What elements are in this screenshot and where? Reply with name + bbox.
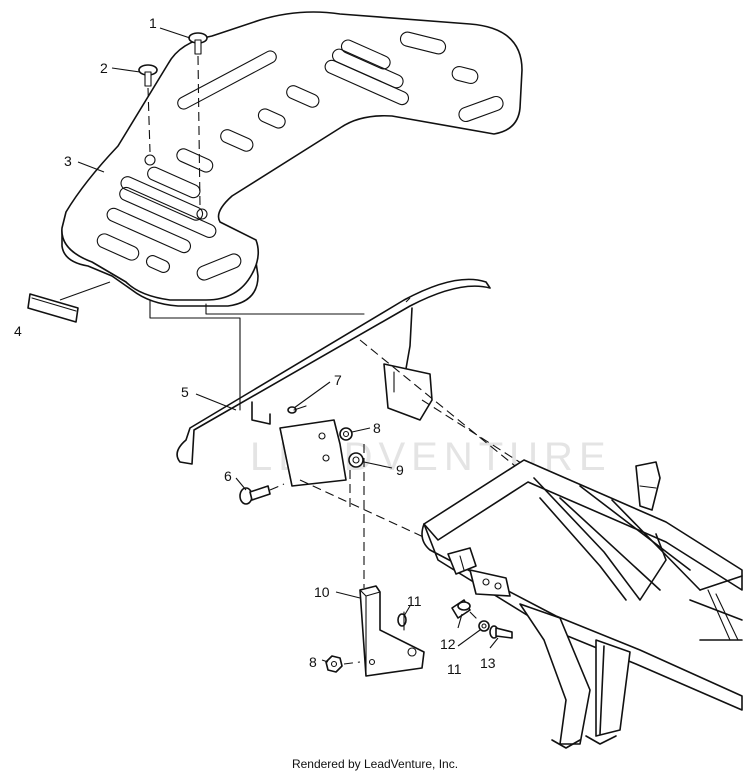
callout-9: 9 (396, 462, 404, 478)
callout-13: 13 (480, 655, 496, 671)
callout-11-right: 11 (447, 661, 462, 677)
footer-credit: Rendered by LeadVenture, Inc. (291, 757, 459, 771)
screw-part-2 (138, 64, 158, 87)
callout-3: 3 (64, 153, 72, 169)
mount-bracket (279, 363, 433, 487)
washer-part-11-right (478, 620, 490, 632)
nut-part-8-upper (339, 427, 353, 441)
callout-8-lower: 8 (309, 654, 317, 670)
callout-8-upper: 8 (373, 420, 381, 436)
callout-7: 7 (334, 372, 342, 388)
bolt-part-11-left (397, 611, 407, 631)
vehicle-frame (421, 459, 743, 749)
rack-part-3 (61, 11, 523, 307)
callout-10: 10 (314, 584, 330, 600)
callout-5: 5 (181, 384, 189, 400)
screw-part-1 (188, 32, 208, 55)
bolt-part-7 (287, 405, 307, 414)
washer-part-9 (348, 452, 364, 468)
callout-12: 12 (440, 636, 456, 652)
bolt-part-6 (239, 485, 271, 505)
callout-4: 4 (14, 323, 22, 339)
rack-top-surface (61, 11, 523, 301)
callout-6: 6 (224, 468, 232, 484)
bracket-part-10 (359, 585, 425, 677)
callout-1: 1 (149, 15, 157, 31)
callout-11-left: 11 (407, 593, 422, 609)
nut-part-8-lower (325, 655, 343, 673)
spacer-part-12 (451, 599, 471, 619)
callout-2: 2 (100, 60, 108, 76)
bolt-part-13 (489, 625, 513, 639)
reflector-part-4 (27, 293, 79, 323)
